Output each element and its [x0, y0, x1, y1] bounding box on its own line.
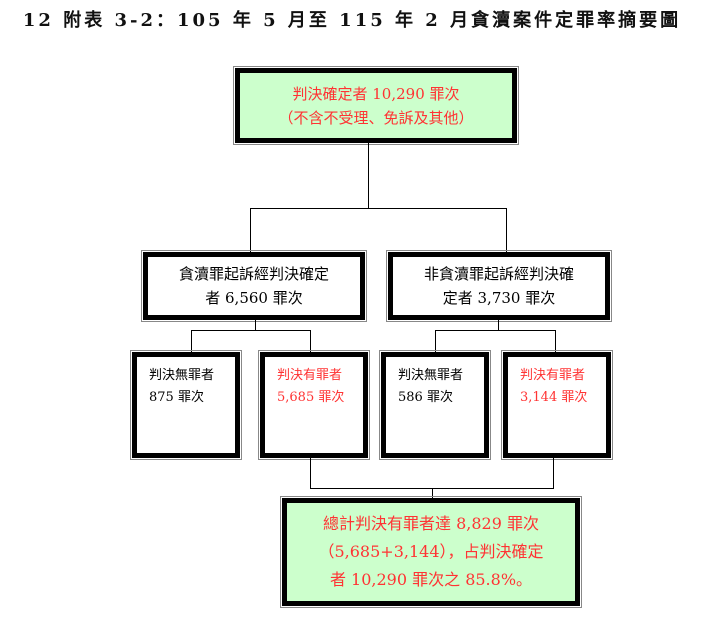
non-corruption-line2: 定者 3,730 罪次	[442, 289, 556, 307]
corruption-line2: 者 6,560 罪次	[205, 289, 303, 307]
connector	[435, 330, 436, 352]
leaf-acquitted-non-corruption: 判決無罪者 586 罪次	[379, 350, 491, 460]
connector	[310, 330, 311, 352]
connector	[191, 330, 192, 352]
total-line1: 判決確定者 10,290 罪次	[292, 84, 460, 103]
leaf-label: 判決有罪者	[277, 368, 343, 383]
connector	[498, 320, 499, 330]
summary-line3: 者 10,290 罪次之 85.8%。	[329, 570, 533, 589]
leaf-label: 判決無罪者	[398, 368, 464, 383]
connector	[250, 208, 251, 252]
non-corruption-box: 非貪瀆罪起訴經判決確 定者 3,730 罪次	[386, 250, 612, 322]
leaf-acquitted-corruption: 判決無罪者 875 罪次	[130, 350, 242, 460]
leaf-count: 875 罪次	[149, 390, 204, 405]
connector	[310, 458, 311, 488]
connector	[553, 458, 554, 488]
connector	[432, 488, 433, 498]
page-title: 12 附表 3-2：105 年 5 月至 115 年 2 月貪瀆案件定罪率摘要圖	[22, 10, 682, 31]
summary-box: 總計判決有罪者達 8,829 罪次 （5,685+3,144），占判決確定 者 …	[280, 496, 582, 608]
connector	[368, 143, 369, 209]
corruption-box: 貪瀆罪起訴經判決確定 者 6,560 罪次	[141, 250, 367, 322]
connector	[250, 208, 507, 209]
leaf-convicted-non-corruption: 判決有罪者 3,144 罪次	[501, 350, 613, 460]
leaf-count: 3,144 罪次	[520, 390, 588, 405]
summary-line2: （5,685+3,144），占判決確定	[318, 542, 544, 561]
connector	[191, 330, 311, 331]
leaf-convicted-corruption: 判決有罪者 5,685 罪次	[258, 350, 370, 460]
leaf-label: 判決無罪者	[149, 368, 215, 383]
leaf-count: 586 罪次	[398, 390, 453, 405]
connector	[506, 208, 507, 252]
connector	[555, 330, 556, 352]
non-corruption-line1: 非貪瀆罪起訴經判決確	[423, 265, 574, 283]
summary-line1: 總計判決有罪者達 8,829 罪次	[323, 514, 539, 533]
connector	[255, 320, 256, 330]
total-box: 判決確定者 10,290 罪次 （不含不受理、免訴及其他）	[233, 66, 519, 145]
connector	[435, 330, 556, 331]
total-line2: （不含不受理、免訴及其他）	[278, 108, 474, 127]
leaf-count: 5,685 罪次	[277, 390, 345, 405]
leaf-label: 判決有罪者	[520, 368, 586, 383]
corruption-line1: 貪瀆罪起訴經判決確定	[178, 265, 329, 283]
